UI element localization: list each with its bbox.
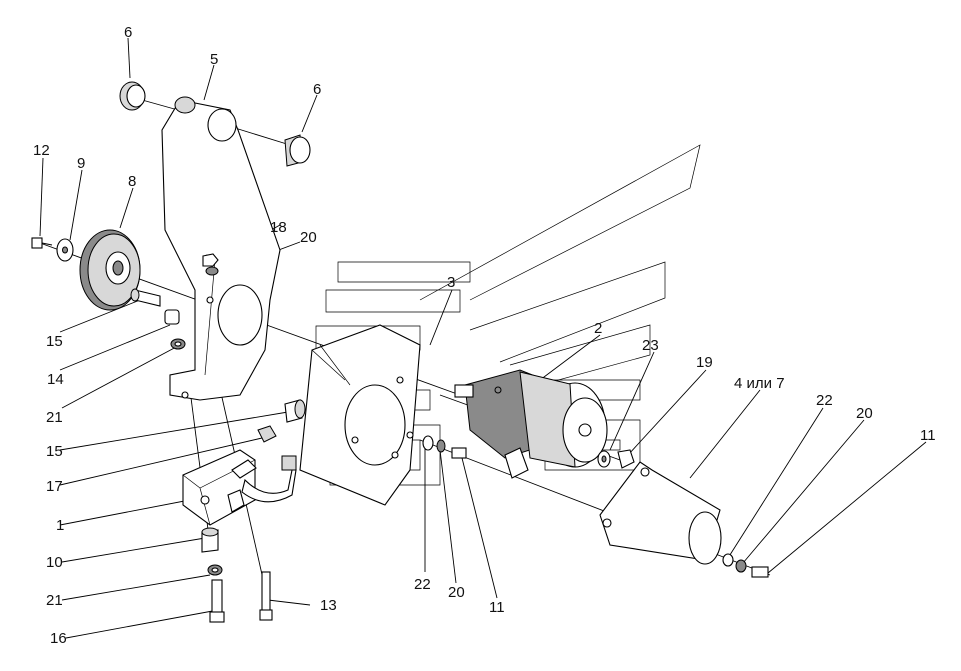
washer-20-center [436, 439, 446, 453]
label-21-upper: 21 [46, 409, 63, 426]
washer-9 [56, 238, 74, 262]
label-18: 18 [270, 219, 287, 236]
label-15-lower: 15 [46, 443, 63, 460]
plug-10 [201, 527, 219, 553]
bracket-5 [161, 96, 281, 401]
motor-2 [454, 369, 608, 479]
label-20-center: 20 [448, 584, 465, 601]
label-13: 13 [320, 597, 337, 614]
label-19: 19 [696, 354, 713, 371]
washer-23 [597, 450, 611, 468]
plate-3 [299, 324, 421, 506]
cover-4-or-7 [599, 461, 722, 565]
label-20-right: 20 [856, 405, 873, 422]
plug-14 [164, 309, 180, 325]
label-6-left: 6 [124, 24, 132, 41]
label-15-upper: 15 [46, 333, 63, 350]
label-11-center: 11 [489, 599, 505, 616]
label-5: 5 [210, 51, 218, 68]
label-21-lower: 21 [46, 592, 63, 609]
label-16: 16 [50, 630, 67, 647]
label-11-right: 11 [920, 427, 936, 444]
washer-21-lower [207, 564, 223, 576]
label-6-right: 6 [313, 81, 321, 98]
part-labels: 6 5 6 12 9 8 18 20 3 2 23 19 4 или 7 22 … [33, 24, 936, 647]
label-9: 9 [77, 155, 85, 172]
label-4-or-7: 4 или 7 [734, 375, 785, 392]
bolt-13 [259, 571, 273, 621]
label-22-center: 22 [414, 576, 431, 593]
bolt-12 [31, 237, 53, 249]
bolt-11-right [751, 566, 769, 578]
nut-17 [257, 425, 277, 443]
nut-18 [202, 253, 219, 267]
pin-15-upper [130, 288, 161, 307]
label-17: 17 [46, 478, 63, 495]
washer-22-center [422, 435, 434, 451]
washer-20-right [735, 559, 747, 573]
label-8: 8 [128, 173, 136, 190]
washer-21-upper [170, 338, 186, 350]
bolt-16 [209, 579, 225, 623]
bolt-11-center [451, 447, 467, 459]
label-22-right: 22 [816, 392, 833, 409]
nut-19 [617, 449, 635, 469]
gear-8 [79, 229, 141, 311]
valve-block-1 [182, 449, 297, 526]
label-14: 14 [47, 371, 64, 388]
watermark-logo [315, 144, 701, 486]
label-23: 23 [642, 337, 659, 354]
label-12: 12 [33, 142, 50, 159]
label-1: 1 [56, 517, 64, 534]
label-10: 10 [46, 554, 63, 571]
label-2: 2 [594, 320, 602, 337]
bushing-6-left [119, 81, 146, 111]
fitting-15-lower [284, 399, 306, 423]
washer-20-upper [205, 266, 219, 276]
bushing-6-right [284, 134, 311, 167]
washer-22-right [722, 553, 734, 567]
label-20-upper: 20 [300, 229, 317, 246]
label-3: 3 [447, 274, 455, 291]
